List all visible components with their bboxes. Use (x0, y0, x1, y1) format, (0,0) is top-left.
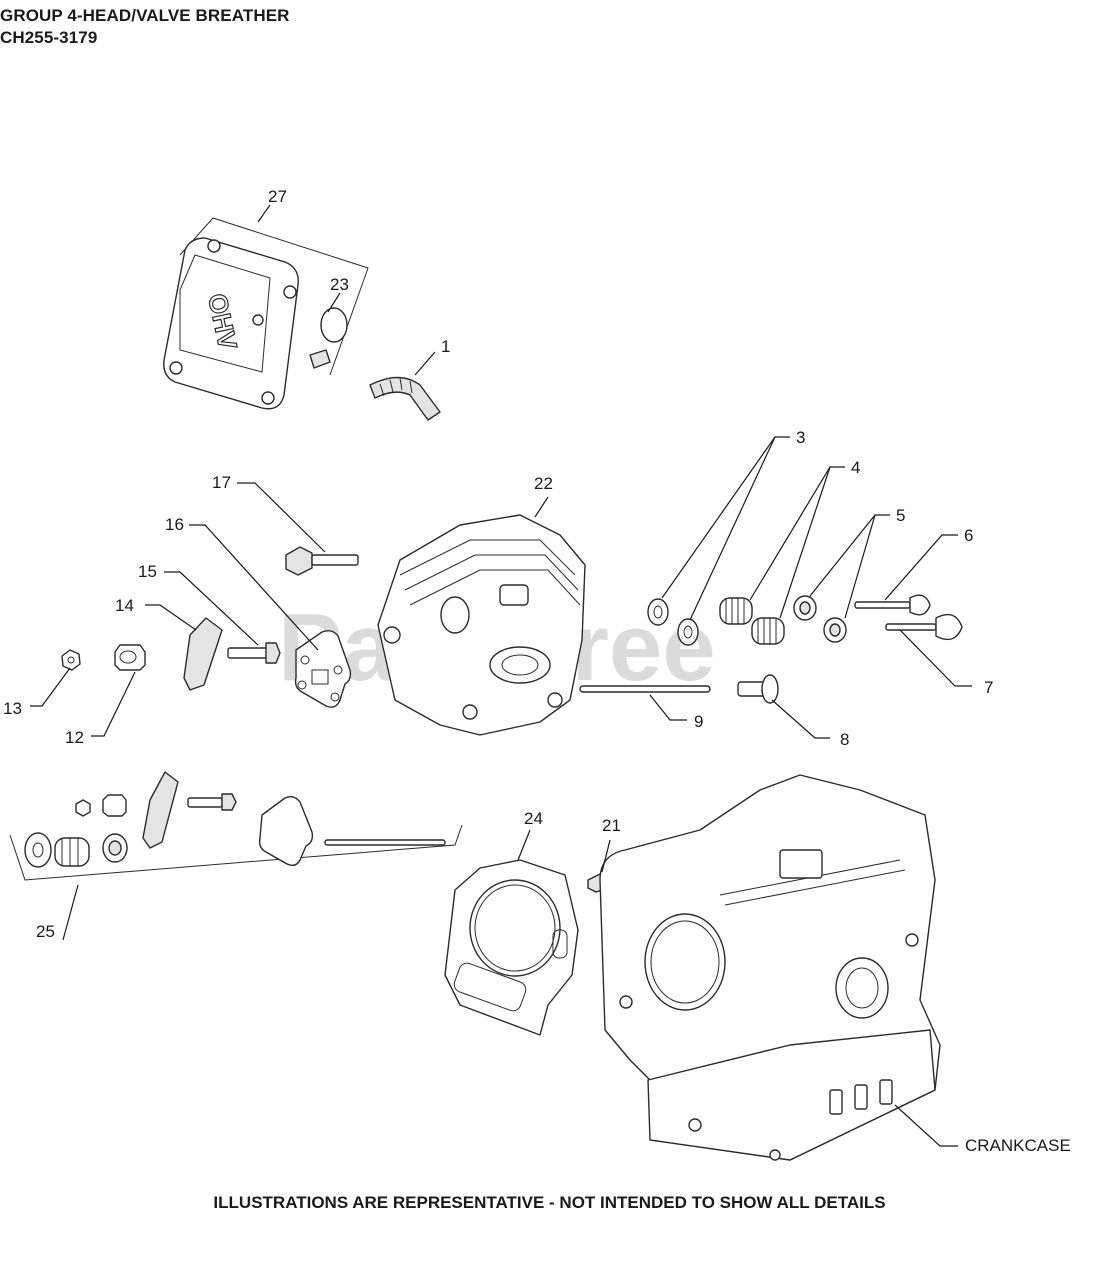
part-8-valve-lifter[interactable] (737, 674, 779, 704)
kit-27-bracket (179, 217, 369, 376)
callout-13: 13 (3, 699, 22, 718)
title-line-2: CH255-3179 (0, 28, 98, 47)
part-3-spring-retainer[interactable] (647, 598, 699, 646)
kit-25-bracket (9, 824, 463, 881)
valve-cover[interactable] (163, 237, 299, 410)
callout-8: 8 (840, 730, 849, 749)
leader-lines (30, 204, 972, 1147)
cover-bolt-hole (207, 239, 221, 253)
callout-23: 23 (330, 275, 349, 294)
part-14-rocker-arm[interactable] (183, 617, 223, 691)
callout-14: 14 (115, 596, 134, 615)
part-12-rocker-pivot[interactable] (114, 644, 146, 671)
valve-cover-kit-27[interactable]: OHV (163, 217, 369, 410)
diagram-title: GROUP 4-HEAD/VALVE BREATHER CH255-3179 (0, 5, 290, 49)
cover-bolt-hole (283, 285, 297, 299)
part-15-rocker-stud[interactable] (227, 642, 281, 664)
callout-4: 4 (851, 458, 860, 477)
title-line-1: GROUP 4-HEAD/VALVE BREATHER (0, 6, 290, 25)
cover-bolt-hole (261, 391, 275, 405)
valve-cover-raised-panel (179, 254, 271, 373)
callout-1: 1 (441, 337, 450, 356)
part-24-head-gasket[interactable] (444, 859, 579, 1036)
callout-3: 3 (796, 428, 805, 447)
callout-24: 24 (524, 809, 543, 828)
disclaimer-footer: ILLUSTRATIONS ARE REPRESENTATIVE - NOT I… (213, 1193, 886, 1212)
callout-17: 17 (212, 473, 231, 492)
callout-22: 22 (534, 474, 553, 493)
crankcase[interactable] (599, 774, 941, 1161)
callout-crankcase: CRANKCASE (965, 1136, 1071, 1155)
part-16-guide-plate[interactable] (294, 629, 352, 708)
callout-7: 7 (984, 678, 993, 697)
part-7-intake-valve[interactable] (885, 613, 963, 641)
callout-6: 6 (964, 526, 973, 545)
part-13-jam-nut[interactable] (61, 649, 81, 671)
callout-5: 5 (896, 506, 905, 525)
breather-port (252, 314, 264, 326)
valve-cover-plug[interactable] (309, 349, 331, 369)
callout-numbers: 27 23 1 3 4 5 6 7 8 9 17 16 15 14 13 12 … (3, 187, 1071, 1155)
callout-9: 9 (694, 712, 703, 731)
callout-16: 16 (165, 515, 184, 534)
part-22-cylinder-head[interactable] (377, 514, 586, 736)
part-5-valve-cap[interactable] (793, 595, 847, 643)
valve-train-kit-25[interactable] (9, 771, 463, 881)
callout-21: 21 (602, 816, 621, 835)
part-1-breather-hose[interactable] (369, 376, 441, 421)
part-6-exhaust-valve[interactable] (854, 594, 931, 616)
cover-bolt-hole (169, 361, 183, 375)
callout-25: 25 (36, 922, 55, 941)
callout-12: 12 (65, 728, 84, 747)
part-23-seal-disc[interactable] (320, 307, 348, 343)
part-9-push-rod[interactable] (579, 685, 711, 693)
callout-27: 27 (268, 187, 287, 206)
callout-15: 15 (138, 562, 157, 581)
part-17-head-bolt[interactable] (285, 546, 359, 576)
part-4-valve-spring[interactable] (719, 597, 785, 645)
